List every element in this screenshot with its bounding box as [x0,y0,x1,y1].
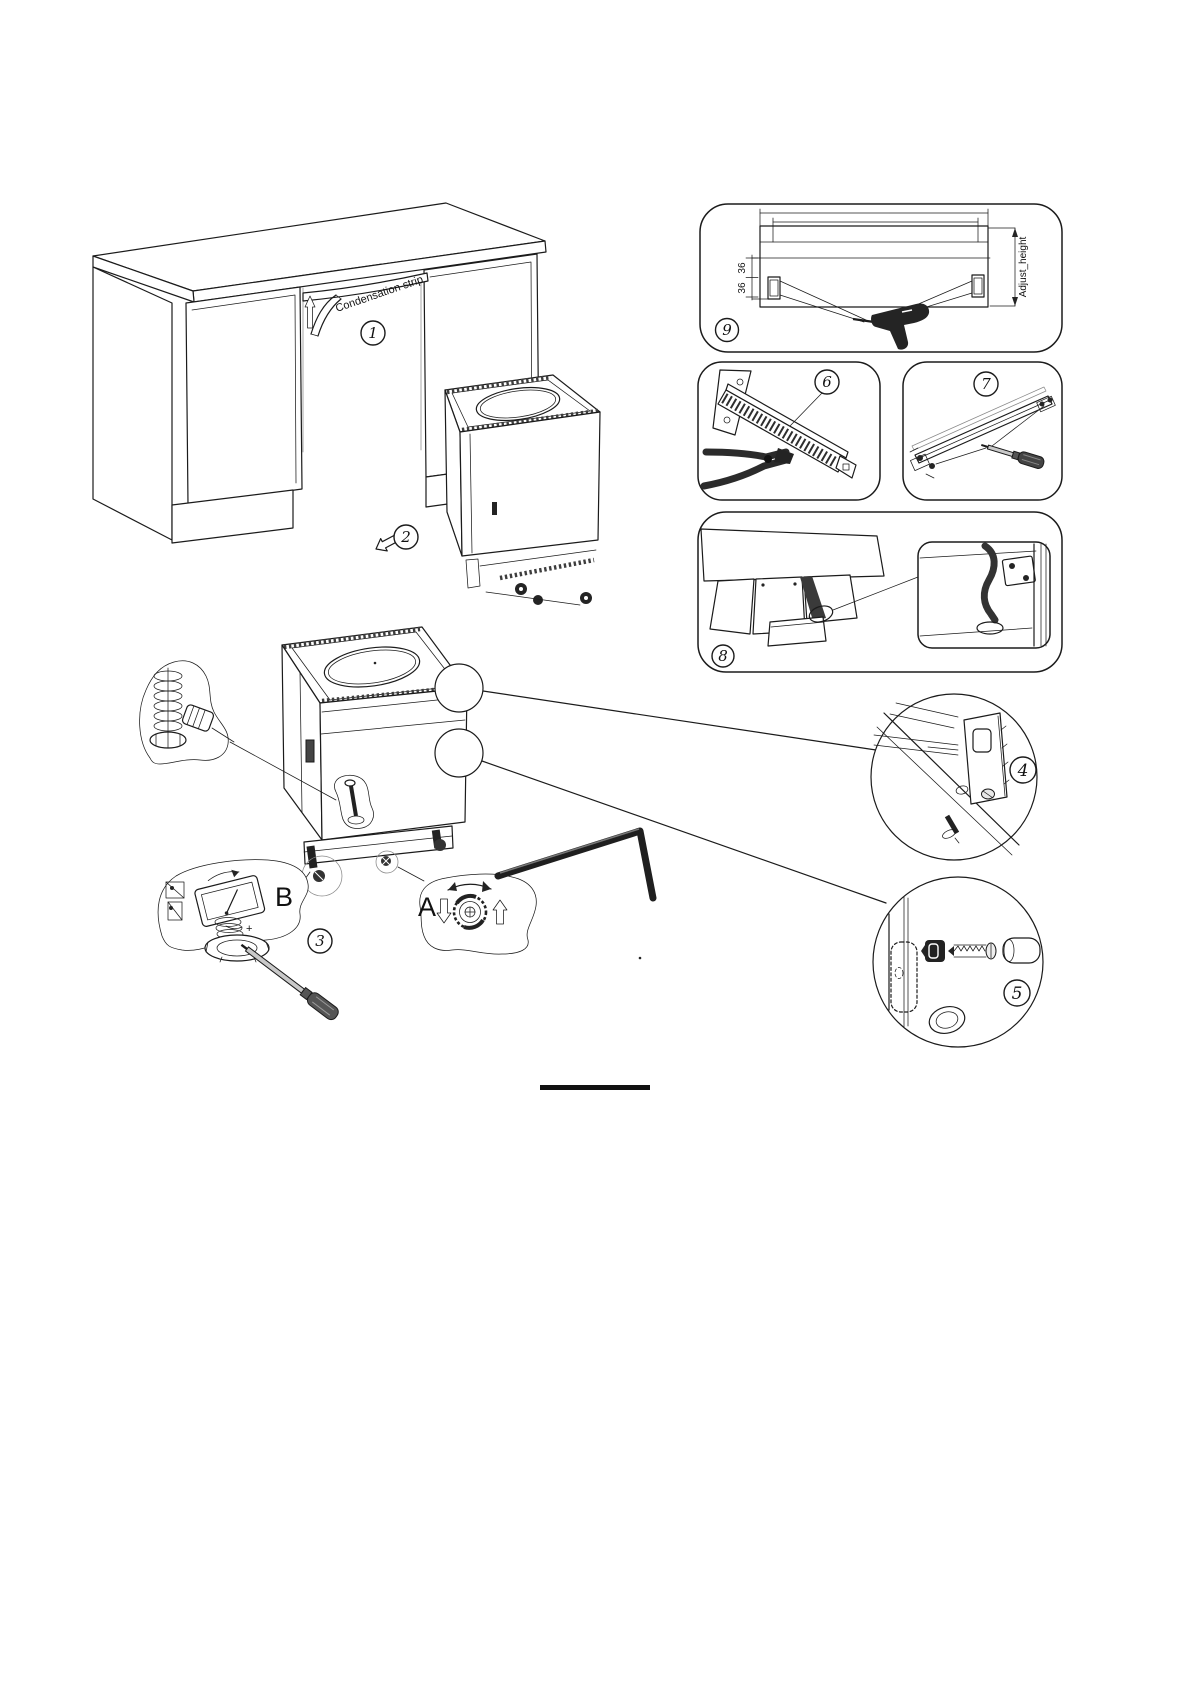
svg-text:5: 5 [1012,984,1023,1004]
hinge-foot [976,621,1004,635]
box9-frame [699,203,1063,353]
foot-pin [181,704,215,732]
step-marker-4: 4 [1009,756,1037,784]
step-marker-2: 2 [393,524,419,550]
appliance2-hinge-strip-front [321,684,466,704]
svg-text:8: 8 [718,647,728,665]
front-adjuster-screw [349,785,358,817]
appliance1-front-face [459,411,601,557]
hidden-cabinet-edge [890,941,918,1013]
furniture-door-panel [759,225,989,308]
appliance2-drum-opening [323,646,421,688]
rear-foot-label: B [275,882,293,912]
foot-adjust-knob [452,893,488,930]
front-foot-label: A [418,892,436,922]
left-foot-bracket [306,845,318,869]
step-marker-9: 9 [714,317,740,343]
hinge-plate [1001,555,1036,587]
right-mount-bracket [971,274,985,298]
step-marker-6: 6 [814,369,840,395]
appliance2-door-catch [305,739,315,763]
plinth-fitting-box: 7 [902,361,1063,501]
leveling-foot-detail [139,660,337,801]
cabinet-left-panel [92,266,173,541]
rear-foot-adjust-detail: + B 3 [157,859,339,1021]
vent-strip-box: 6 [697,361,881,501]
bracket-hole [955,785,969,795]
appliance-sliding-under-counter [444,374,601,606]
svg-text:9: 9 [722,321,732,339]
counter-fix-bracket [963,712,1008,805]
step-marker-5: 5 [1003,979,1031,1007]
detail-5-circle [872,876,1044,1048]
hinge-detail-inset [917,541,1051,649]
cabinet-left-door [185,286,303,506]
screwdriver-icon [240,943,339,1021]
up-arrow-icon [492,899,508,925]
cover-cap-icon [1002,937,1041,964]
svg-text:1: 1 [368,324,378,342]
section-divider-rule [540,1085,650,1090]
appliance1-wheel [533,595,543,605]
screwdriver-icon [981,443,1045,469]
hex-key-icon [494,827,657,902]
gauge-needle [225,889,238,914]
appliance-leveling-scene [281,626,484,897]
svg-text:4: 4 [1017,761,1029,781]
level-gauge [194,869,266,927]
appliance2-base-rail [303,825,454,865]
vent-strip-slots [721,393,839,468]
step-marker-1: 1 [360,320,386,346]
left-mount-bracket [767,276,781,300]
power-drill-icon [852,303,930,350]
door-grommet [928,1006,966,1034]
appliance1-drum-opening [475,386,561,422]
leader-to-detail-5 [481,760,887,904]
svg-text:2: 2 [400,528,411,546]
door-bottom-bracket [767,616,827,647]
door-panel-underside [700,528,885,582]
svg-text:7: 7 [981,375,991,393]
plinth-right-clip [1036,395,1056,413]
appliance1-left-bracket [465,558,481,589]
step-marker-8: 8 [711,644,735,668]
panel-height-adjust-box: 36 36 Adjust_height 9 [699,203,1063,353]
svg-text:6: 6 [822,373,832,391]
detail-4-bracket: 4 [870,693,1038,861]
side-hole-callout [434,728,484,778]
down-arrow-icon [436,898,452,924]
stray-mark [638,956,642,960]
right-foot-wheel [434,839,446,851]
door-panel-box: 8 [697,511,1063,673]
bracket-slot [972,728,992,753]
foot-thread [153,720,183,732]
side-fix-screw-icon [948,942,997,960]
condensation-strip-band [302,272,429,302]
hinge-callout-ellipse [808,605,834,623]
insert-up-arrow-icon [304,295,316,329]
hinge-arm [980,542,999,624]
appliance1-door-catch [492,502,497,515]
dim-36-bottom: 36 [737,282,748,294]
front-foot-adjust-detail: A [397,866,537,955]
leader-to-detail-4 [482,690,877,751]
step-marker-3: 3 [307,928,333,954]
step-marker-7: 7 [973,371,999,397]
adjust-height-label: Adjust_height [1018,236,1029,297]
door-seal-strip [800,576,826,621]
vent-strip-endcap [835,455,857,479]
center-screw-callout [375,850,399,874]
svg-text:3: 3 [315,932,325,950]
condensation-strip-peel [310,294,337,335]
plus-direction-label: + [246,923,252,935]
foot-leader-line [229,741,337,801]
dim-36-top: 36 [737,262,748,274]
top-corner-callout [434,663,484,713]
cutting-pliers-icon [700,448,794,490]
cabinet-left-toekick [171,489,294,544]
wood-screw [944,814,960,835]
detail-5-side-screw: 5 [872,876,1044,1048]
